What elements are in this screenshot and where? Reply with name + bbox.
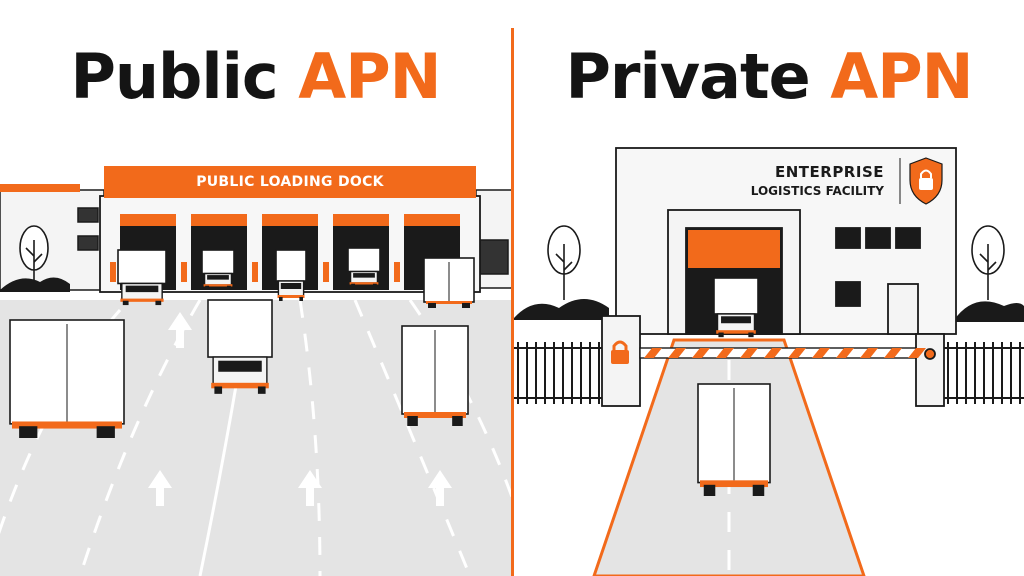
panel-divider [511,28,514,576]
truck-icon [117,249,167,306]
truck-icon [423,257,475,308]
arrow-up-icon [148,312,452,506]
truck-icon [697,383,771,496]
gate-post-right [915,333,945,407]
gate-post-left [601,315,641,407]
private-scene [514,147,1024,576]
tree-icon [19,225,49,286]
dock-sign-board [104,166,476,198]
arrow-up-icon [168,312,192,348]
title-accent: APN [830,40,973,113]
right-building [475,189,511,289]
hedge-right [954,301,1024,322]
private-trucks [697,277,771,496]
truck-icon [9,319,125,438]
truck-icon [201,249,235,289]
truck-icon [275,249,307,301]
barrier-arm [639,347,926,359]
truck-icon [401,325,469,426]
facility-name-line2: LOGISTICS FACILITY [750,184,884,198]
shield-lock-icon [909,157,943,205]
dock-sign-label: PUBLIC LOADING DOCK [196,174,384,190]
title-main: Public [70,40,278,113]
fence [514,342,1024,404]
public-apn-panel: Public APN PUBLIC LOADING DOCK [0,0,511,576]
public-scene [0,166,511,576]
truck-icon [347,247,381,287]
hedge [0,277,70,292]
truck-icon [713,277,759,338]
hedge-left [514,299,609,320]
facility-name-line1: ENTERPRISE [774,163,884,181]
private-apn-title: Private APN [514,40,1024,113]
truck-icon [207,299,273,394]
private-apn-panel: Private APN ENTERPRISE LOGISTICS FACILIT… [514,0,1024,576]
padlock-icon [611,340,629,364]
arrow-up-icon [428,470,452,506]
tree-icon [547,225,1005,300]
public-trucks [9,247,475,438]
title-accent: APN [298,40,441,113]
facility-building [615,147,957,335]
arrow-up-icon [298,470,322,506]
arrow-up-icon [148,470,172,506]
left-building [0,184,105,291]
public-apn-title: Public APN [0,40,511,113]
title-main: Private [565,40,810,113]
